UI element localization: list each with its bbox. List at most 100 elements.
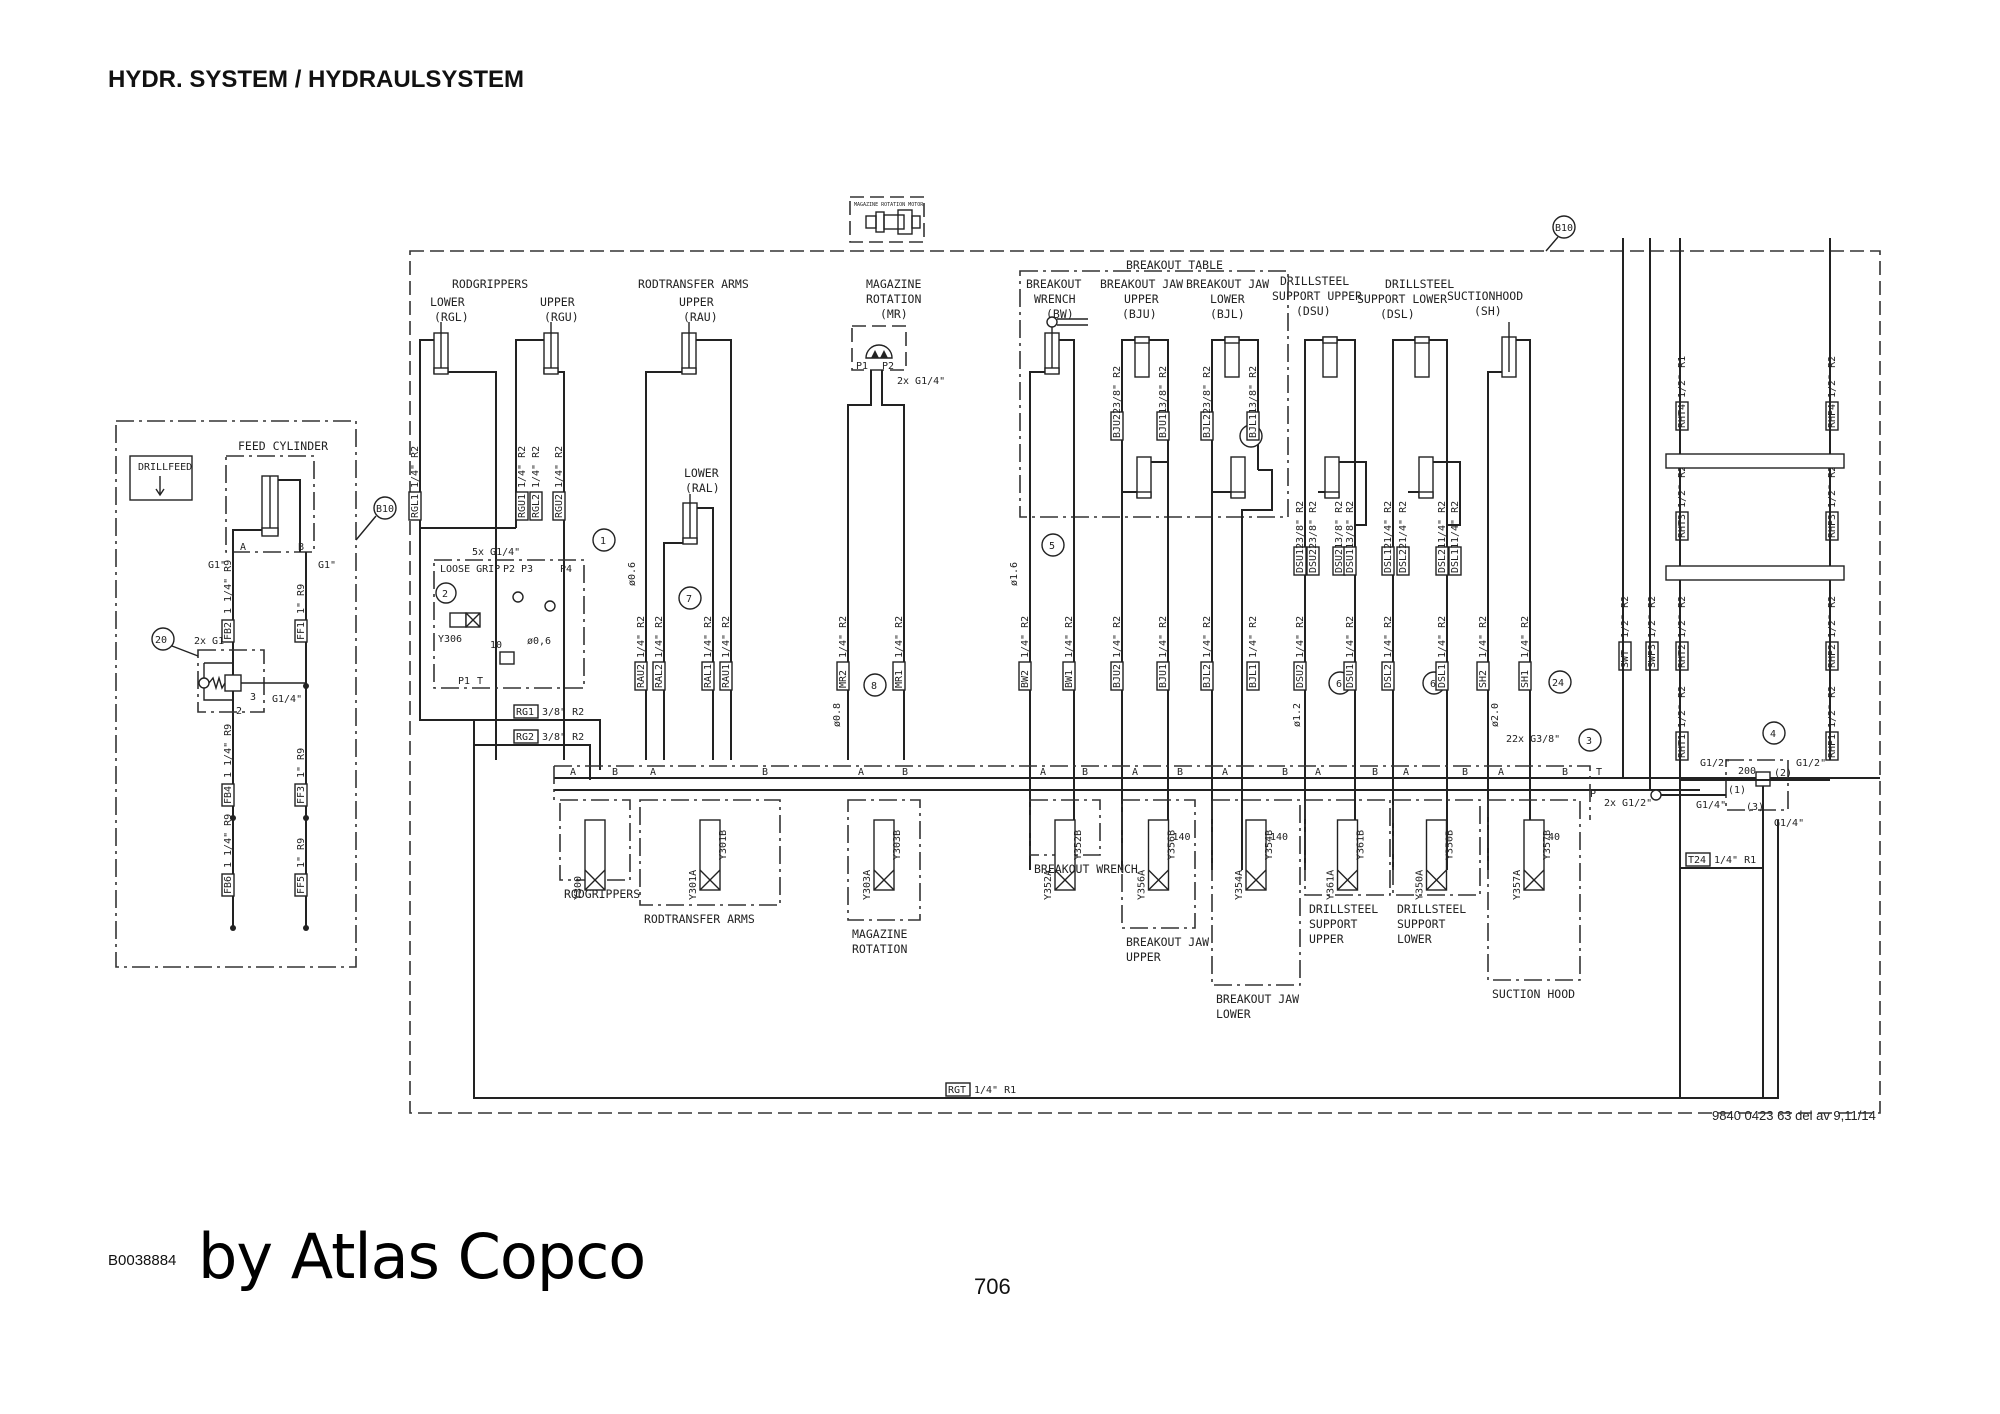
hose-dsu1: DSU11/4" R2 [1343, 616, 1357, 691]
hose-dsl1: DSL11/4" R2 [1435, 616, 1449, 691]
balloon-b10-feed [373, 496, 397, 520]
port-a: A [1132, 767, 1138, 778]
hose-tag-label: BW2 [1020, 670, 1031, 688]
hose-spec: 1 1/4" R9 [223, 814, 234, 868]
hose-spec-label: 3/8" R2 [1295, 501, 1306, 543]
port-a: A [650, 767, 656, 778]
breakout-table-frame [1019, 270, 1289, 518]
reducing-valve-4-frame [1725, 759, 1789, 811]
hose-spec-label: 1/2" R2 [1677, 686, 1688, 728]
hose-tag-label: DSL11 [1450, 543, 1461, 573]
solenoid-y306-icon [449, 612, 467, 628]
hose-tag-label: RG1 [516, 707, 534, 718]
hose-spec-label: 1/4" R2 [1398, 501, 1409, 543]
header-bjl-3: (BJL) [1210, 307, 1245, 321]
header-rau-1: UPPER [679, 295, 714, 309]
check-valve-icon [544, 600, 556, 612]
solenoid-label: Y352A [1043, 870, 1054, 900]
header-ral-2: (RAL) [685, 481, 720, 495]
manifold-bar-lower [1665, 565, 1845, 581]
section-label: BREAKOUT JAW [1216, 992, 1299, 1006]
hose-spec-label: 1/4" R2 [1520, 616, 1531, 658]
balloon-b10-main [1552, 215, 1576, 239]
hose-spec-label: 1/4" R2 [636, 616, 647, 658]
hose-tag-label: DSL12 [1383, 543, 1394, 573]
motor-fitting: 2x G1/4" [897, 376, 945, 387]
hose-spec: 1" R9 [296, 584, 307, 614]
loose-grip-port-p2: P2 [503, 564, 515, 575]
hose-spec-label: 1/4" R2 [1020, 616, 1031, 658]
header-bju-2: UPPER [1124, 292, 1159, 306]
hose-spec: 1" R9 [296, 748, 307, 778]
orifice-ds: ø1.2 [1292, 703, 1303, 727]
section-label: SUPPORT [1397, 917, 1446, 931]
hose-spec-label: 1/4" R2 [531, 446, 542, 488]
hydraulic-lines [419, 339, 1880, 1099]
feed-port-2: 2 [236, 706, 242, 717]
hose-tag-label: RHT1 [1677, 734, 1688, 758]
hose-spec-label: 1/4" R2 [1478, 616, 1489, 658]
header-rgl-2: (RGL) [434, 310, 469, 324]
hose-spec-label: 3/8" R2 [1308, 501, 1319, 543]
solenoid-label: Y354A [1234, 870, 1245, 900]
balloon-1-label: 1 [600, 536, 606, 547]
hose-spec: 1" R9 [296, 838, 307, 868]
valve-port-p: P [1590, 789, 1596, 800]
port-b: B [1082, 767, 1088, 778]
hose-tag-label: BJU22 [1112, 408, 1123, 438]
loose-grip-fitting: 5x G1/4" [472, 547, 520, 558]
solenoid-label: Y301B [718, 830, 729, 860]
hose-spec-label: 1/4" R2 [1345, 616, 1356, 658]
hose-tag-label: DSU22 [1308, 543, 1319, 573]
feed-counterbalance-valve-icon [224, 674, 242, 692]
solenoid-label: Y357B [1542, 830, 1553, 860]
relief-setting: 140 [1173, 832, 1191, 843]
section-label: RODTRANSFER ARMS [644, 912, 755, 926]
section-label: DRILLSTEEL [1397, 902, 1466, 916]
feed-panel-border [115, 420, 357, 968]
hose-bjl1: BJL11/4" R2 [1246, 616, 1260, 691]
feed-port-3: 3 [250, 692, 256, 703]
hose-spec-label: 1/4" R2 [1437, 501, 1448, 543]
balloon-6b-label: 6 [1430, 679, 1436, 690]
hose-dsl2: DSL21/4" R2 [1381, 616, 1395, 691]
cylinder-dsu-lower-icon [1324, 456, 1340, 499]
header-rgu-1: UPPER [540, 295, 575, 309]
header-mr-3: (MR) [880, 307, 908, 321]
solenoid-label: Y300 [573, 876, 584, 900]
balloon-4-label: 4 [1770, 729, 1776, 740]
reducing-valve-port2: (2) [1774, 768, 1792, 779]
cylinder-dsl-lower-icon [1418, 456, 1434, 499]
relief-setting: 40 [1548, 832, 1560, 843]
balloon-b10-feed-label: B10 [376, 504, 394, 515]
reducing-valve-g12-left: G1/2" [1700, 758, 1730, 769]
solenoid-label: Y356B [1167, 830, 1178, 860]
magazine-rotation-motor-legend: MAGAZINE ROTATION MOTOR [849, 196, 925, 243]
balloon-7-label: 7 [686, 594, 692, 605]
hose-tag-label: DSU11 [1345, 543, 1356, 573]
balloon-5-label: 5 [1049, 541, 1055, 552]
balloon-b10-main-label: B10 [1555, 223, 1573, 234]
motor-port-p2: P2 [882, 361, 894, 372]
drawing-reference: 9840 0423 63 del av 9,11/14 [1712, 1108, 1876, 1123]
hose-tag-label: DSL21 [1437, 543, 1448, 573]
hose-bw2: BW2 1/4" R2 [1018, 616, 1032, 691]
magazine-motor-icon: P1 P2 2x G1/4" [847, 325, 945, 760]
balloon-3 [1578, 728, 1602, 752]
port-b: B [902, 767, 908, 778]
header-mr-2: ROTATION [866, 292, 921, 306]
hose-spec-label: 1/4" R2 [1112, 616, 1123, 658]
